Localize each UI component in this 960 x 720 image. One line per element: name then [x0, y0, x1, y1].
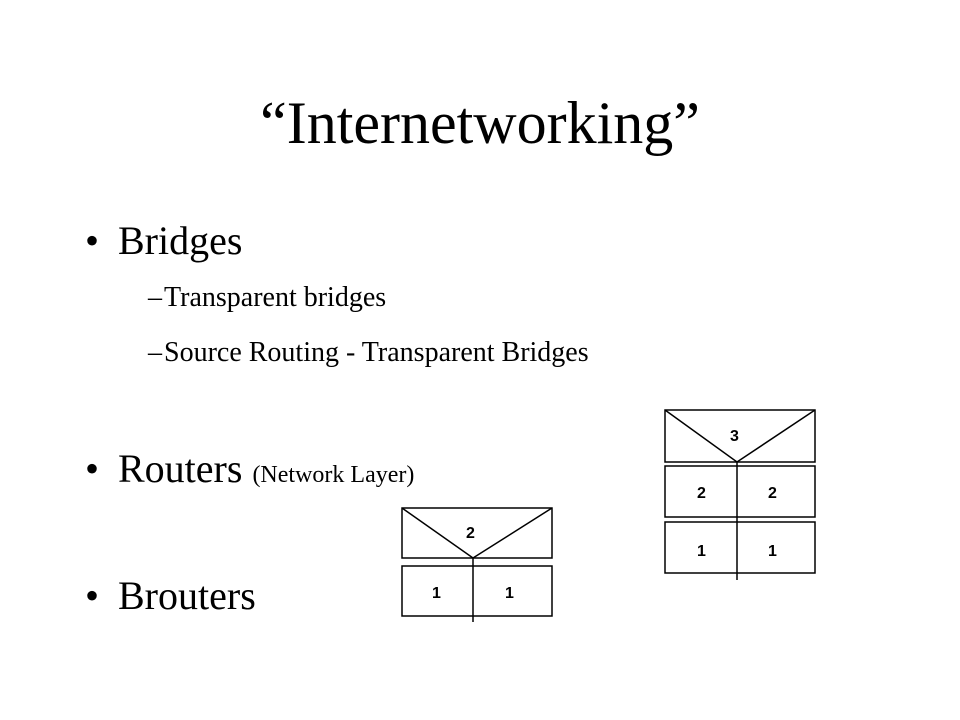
bullet-dot: • — [85, 446, 100, 491]
bridge-v-shape — [401, 507, 553, 559]
sub-bullet-text: Transparent bridges — [164, 282, 387, 313]
router-layer2-left-label: 2 — [697, 485, 706, 502]
bridge-layer1-box — [401, 565, 553, 617]
bullet-dot: • — [85, 573, 100, 618]
bridge-diagram — [401, 507, 553, 622]
sub-bullet-text: Source Routing - Transparent Bridges — [164, 337, 589, 368]
bullet-text: Bridges — [118, 218, 243, 263]
dash: – — [148, 337, 162, 368]
bullet-dot: • — [85, 218, 100, 263]
router-layer2-box — [664, 465, 816, 518]
bridge-layer2-box — [401, 507, 553, 559]
router-layer3-box — [664, 409, 816, 463]
dash: – — [148, 282, 162, 313]
router-layer3-label: 3 — [730, 428, 739, 445]
bridge-layer1-right-label: 1 — [505, 585, 514, 602]
router-layer2-right-label: 2 — [768, 485, 777, 502]
bridge-layer1-left-label: 1 — [432, 585, 441, 602]
slide-title: “Internetworking” — [260, 90, 700, 156]
bridge-layer2-label: 2 — [466, 525, 475, 542]
bullet-qualifier: (Network Layer) — [252, 462, 415, 488]
router-layer1-right-label: 1 — [768, 543, 777, 560]
router-v-shape — [664, 409, 816, 463]
router-layer1-left-label: 1 — [697, 543, 706, 560]
router-layer1-box — [664, 521, 816, 574]
bullet-text: Routers — [118, 446, 243, 491]
bullet-text: Brouters — [118, 573, 256, 618]
router-diagram — [664, 409, 816, 580]
